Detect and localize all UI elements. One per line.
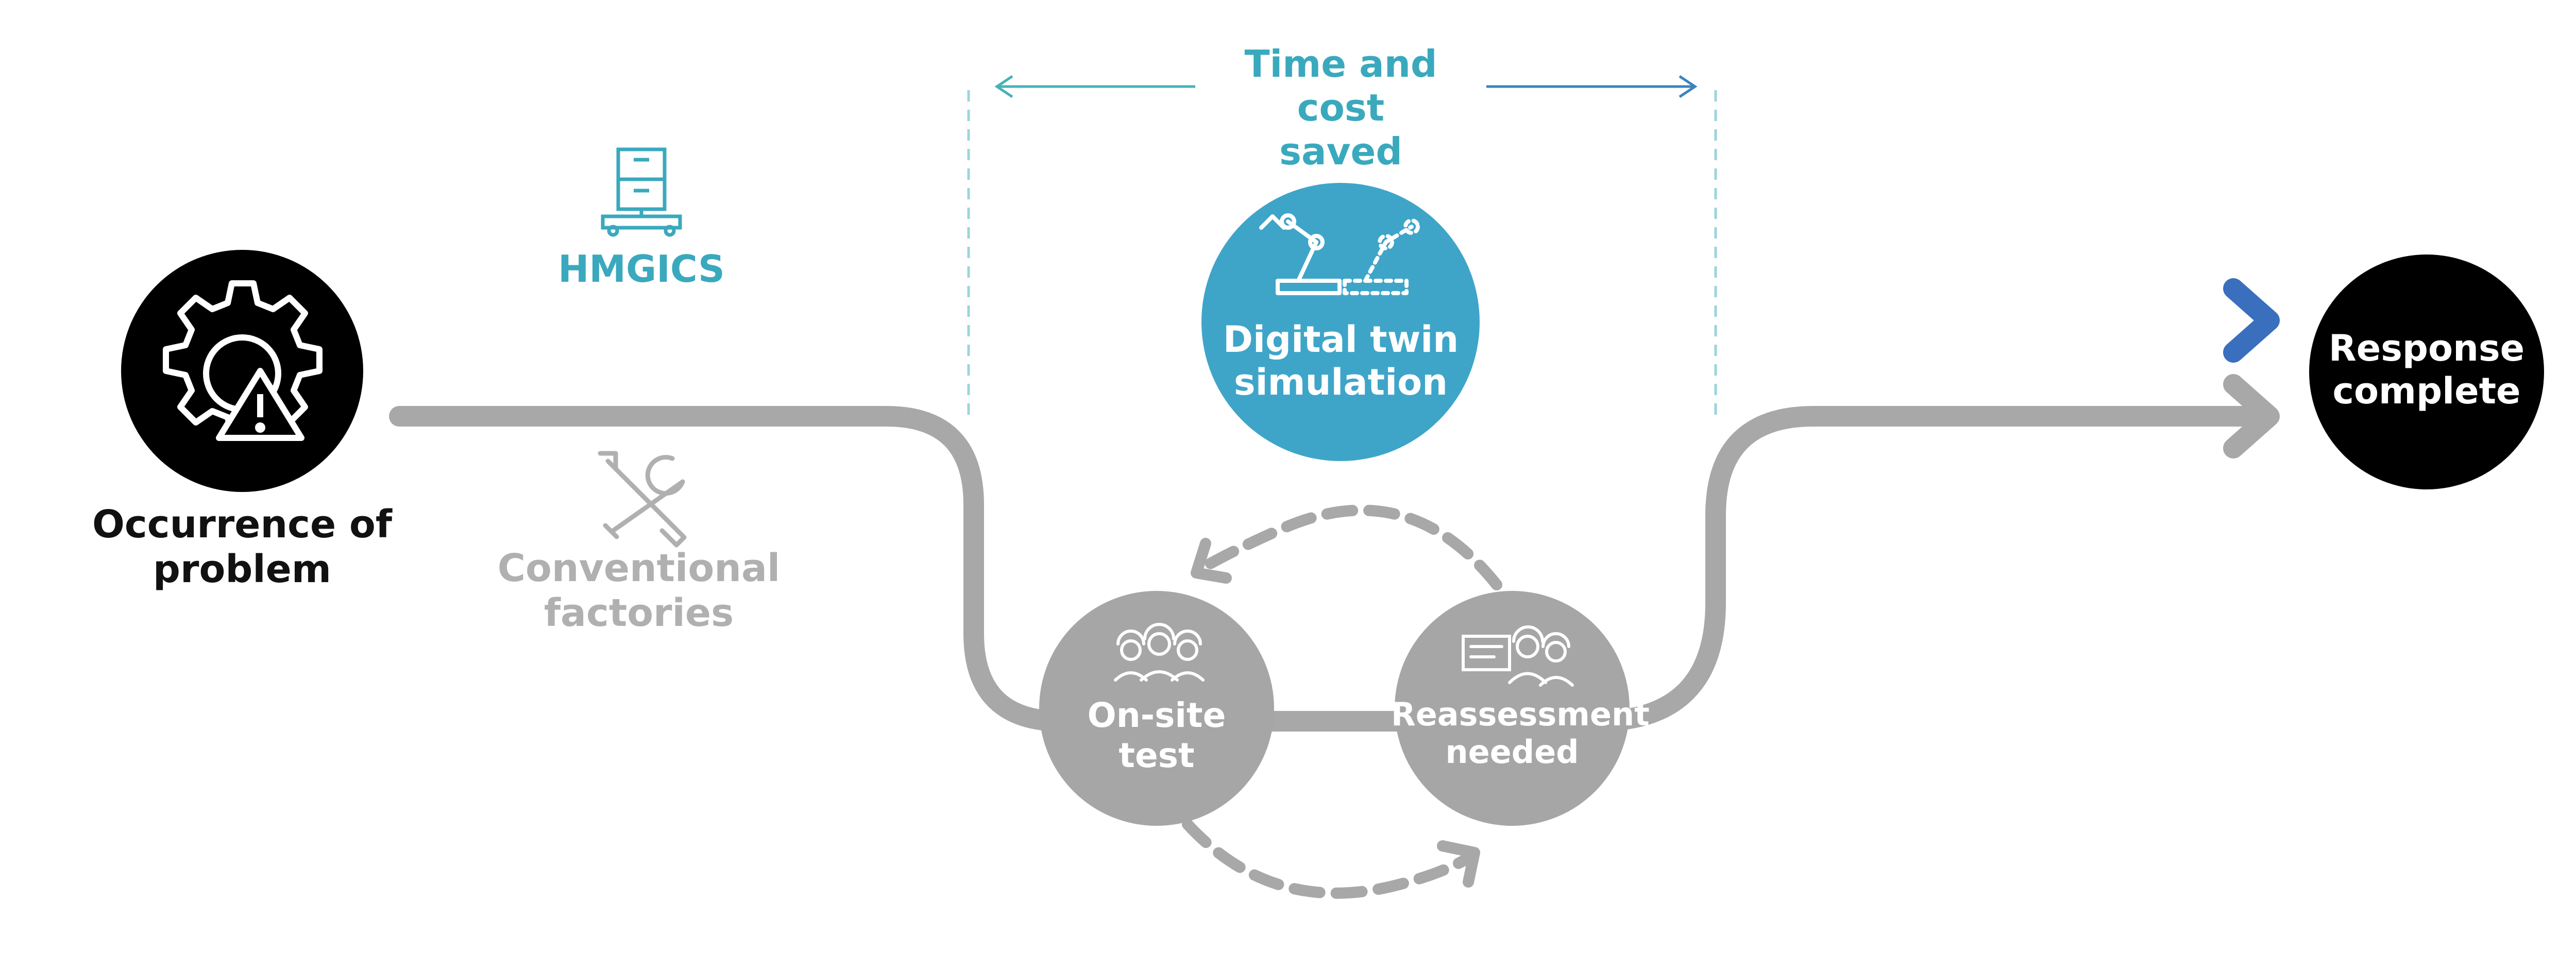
wrench-screwdriver-icon [598, 451, 687, 548]
time-saved-label: Time and cost saved [1244, 42, 1437, 173]
digital-twin-circle [1201, 183, 1480, 461]
gear-warning-icon [163, 280, 323, 441]
hmgics-label: HMGICS [558, 247, 725, 291]
engineers-board-icon [1462, 625, 1574, 687]
digital-twin-label: Digital twin simulation [1223, 318, 1459, 403]
time-saved-arrow [994, 75, 1698, 98]
response-label: Response complete [2328, 327, 2525, 412]
robot-arm-twin-icon [1259, 213, 1420, 295]
onsite-label: On-site test [1087, 695, 1226, 775]
workers-hardhat-icon [1114, 623, 1205, 682]
conventional-label: Conventional factories [497, 546, 781, 636]
reassessment-circle [1395, 591, 1630, 826]
loop-arrows [1182, 504, 1502, 899]
response-circle [2309, 254, 2544, 489]
occurrence-label: Occurrence of problem [92, 502, 393, 592]
reassessment-label: Reassessment needed [1391, 695, 1650, 771]
stacked-boxes-agv-icon [601, 147, 682, 237]
onsite-test-circle [1039, 591, 1274, 826]
conventional-flow-path [389, 374, 2280, 732]
